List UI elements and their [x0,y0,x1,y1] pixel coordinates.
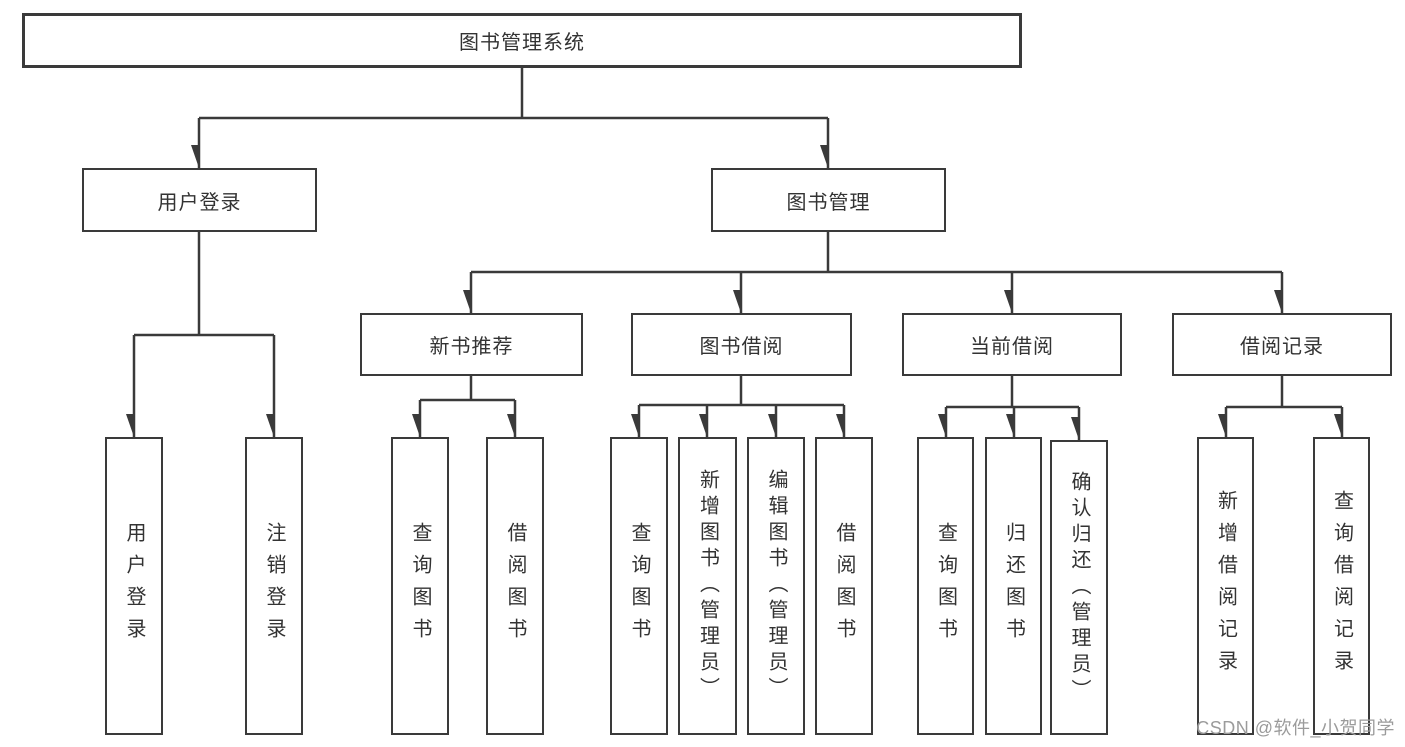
leaf-borrow-books-label: 借阅图书 [833,522,855,650]
leaf-borrow-books: 借阅图书 [815,437,873,735]
leaf-return-books: 归还图书 [985,437,1042,735]
node-user-login-label: 用户登录 [157,191,242,214]
leaf-query-books-recommend-label: 查询图书 [409,522,431,650]
node-new-book-recommendation: 新书推荐 [360,313,583,376]
node-book-borrowing: 图书借阅 [631,313,852,376]
node-current-borrowing: 当前借阅 [902,313,1122,376]
node-user-login: 用户登录 [82,168,317,232]
leaf-logout: 注销登录 [245,437,303,735]
leaf-logout-label: 注销登录 [263,522,285,650]
leaf-borrow-books-recommend: 借阅图书 [486,437,544,735]
leaf-add-books-admin-label: 新增图书（管理员） [696,469,719,703]
leaf-query-borrow-record-label: 查询借阅记录 [1330,490,1353,682]
leaf-query-books-current: 查询图书 [917,437,974,735]
leaf-confirm-return-admin-label: 确认归还（管理员） [1068,470,1090,705]
leaf-confirm-return-admin: 确认归还（管理员） [1050,440,1108,735]
leaf-return-books-label: 归还图书 [1002,522,1025,650]
watermark: CSDN @软件_小贺同学 [1196,718,1395,738]
leaf-edit-books-admin: 编辑图书（管理员） [747,437,805,735]
leaf-borrow-books-recommend-label: 借阅图书 [504,522,526,650]
leaf-user-login: 用户登录 [105,437,163,735]
leaf-add-borrow-record: 新增借阅记录 [1197,437,1254,735]
leaf-query-borrow-record: 查询借阅记录 [1313,437,1370,735]
leaf-query-books-borrow-label: 查询图书 [628,522,650,650]
leaf-query-books-current-label: 查询图书 [934,522,957,650]
node-book-management-system: 图书管理系统 [22,13,1022,68]
leaf-add-books-admin: 新增图书（管理员） [678,437,737,735]
node-book-borrowing-label: 图书借阅 [699,336,784,358]
leaf-user-login-label: 用户登录 [123,522,145,650]
node-new-book-recommendation-label: 新书推荐 [429,336,514,358]
leaf-add-borrow-record-label: 新增借阅记录 [1214,490,1237,682]
node-current-borrowing-label: 当前借阅 [970,336,1054,358]
node-book-management-label: 图书管理 [786,191,871,214]
leaf-query-books-recommend: 查询图书 [391,437,449,735]
leaf-edit-books-admin-label: 编辑图书（管理员） [765,469,787,703]
node-borrowing-records: 借阅记录 [1172,313,1392,376]
node-book-management-system-label: 图书管理系统 [459,32,585,54]
node-borrowing-records-label: 借阅记录 [1240,336,1324,358]
node-book-management: 图书管理 [711,168,946,232]
leaf-query-books-borrow: 查询图书 [610,437,668,735]
